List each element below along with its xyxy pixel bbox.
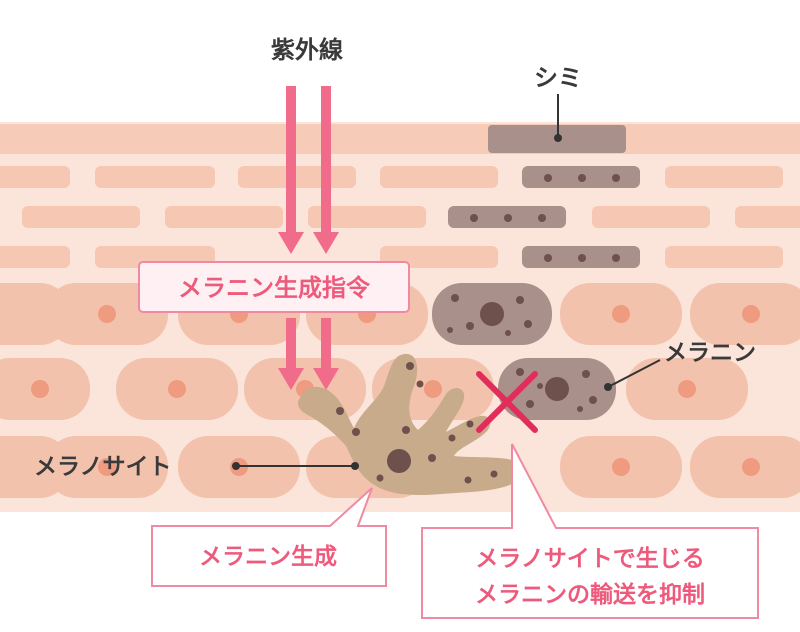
callout-production-text: メラニン生成: [199, 544, 337, 570]
granular-layer: [0, 166, 800, 268]
callout-inhibit: メラノサイトで生じる メラニンの輸送を抑制: [421, 443, 759, 619]
down-arrow-icon: [278, 86, 339, 390]
uv-label: 紫外線: [271, 36, 343, 64]
melanocyte-label: メラノサイト: [34, 454, 172, 480]
melanocyte: [298, 353, 521, 496]
melanin-label: メラニン: [664, 340, 756, 366]
epidermal-cells: [0, 283, 800, 498]
leader-lines: [236, 94, 661, 467]
melanin-cells: [432, 283, 616, 420]
callout-inhibit-line2: メラニンの輸送を抑制: [475, 581, 705, 608]
callout-command-text: メラニン生成指令: [178, 274, 371, 302]
spot-label: シミ: [534, 64, 582, 92]
leader-dots: [232, 134, 612, 470]
callout-production: メラニン生成: [151, 487, 387, 587]
callout-command: メラニン生成指令: [138, 261, 410, 313]
stained-granular-cells: [448, 166, 640, 268]
stratum-corneum: [0, 124, 800, 154]
cross-mark-icon: [476, 371, 538, 433]
callout-inhibit-line1: メラノサイトで生じる: [475, 546, 705, 572]
